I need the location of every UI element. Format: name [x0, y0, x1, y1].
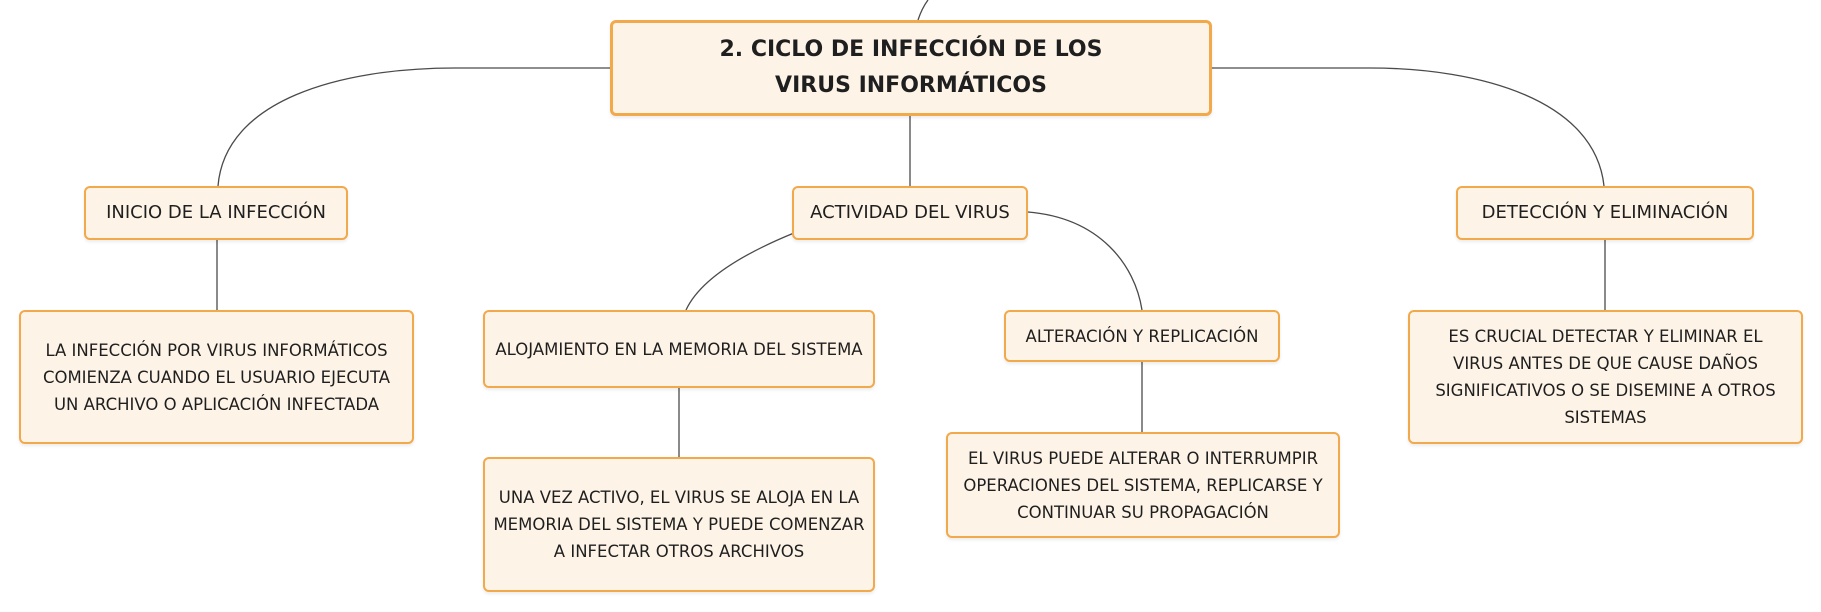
connector-parent-to-root: [917, 0, 929, 21]
subtopic-alojamiento-memoria[interactable]: ALOJAMIENTO EN LA MEMORIA DEL SISTEMA: [483, 310, 875, 388]
detail-alteracion-replicacion[interactable]: EL VIRUS PUEDE ALTERAR O INTERRUMPIR OPE…: [946, 432, 1340, 538]
detail-alteracion-text: EL VIRUS PUEDE ALTERAR O INTERRUMPIR OPE…: [963, 448, 1323, 522]
branch-actividad-label: ACTIVIDAD DEL VIRUS: [810, 202, 1010, 223]
detail-alojamiento-memoria[interactable]: UNA VEZ ACTIVO, EL VIRUS SE ALOJA EN LA …: [483, 457, 875, 592]
branch-deteccion-eliminacion[interactable]: DETECCIÓN Y ELIMINACIÓN: [1456, 186, 1754, 240]
detail-deteccion-text: ES CRUCIAL DETECTAR Y ELIMINAR EL VIRUS …: [1435, 327, 1776, 427]
root-topic-label: 2. CICLO DE INFECCIÓN DE LOS VIRUS INFOR…: [719, 37, 1103, 98]
detail-deteccion-eliminacion[interactable]: ES CRUCIAL DETECTAR Y ELIMINAR EL VIRUS …: [1408, 310, 1803, 444]
subtopic-alojamiento-label: ALOJAMIENTO EN LA MEMORIA DEL SISTEMA: [495, 339, 863, 359]
branch-inicio-infeccion[interactable]: INICIO DE LA INFECCIÓN: [84, 186, 348, 240]
root-topic[interactable]: 2. CICLO DE INFECCIÓN DE LOS VIRUS INFOR…: [610, 20, 1212, 116]
connector-actividad-to-alteracion: [1027, 211, 1143, 311]
detail-alojamiento-text: UNA VEZ ACTIVO, EL VIRUS SE ALOJA EN LA …: [493, 488, 865, 561]
branch-actividad-virus[interactable]: ACTIVIDAD DEL VIRUS: [792, 186, 1028, 240]
branch-deteccion-label: DETECCIÓN Y ELIMINACIÓN: [1481, 202, 1729, 223]
connector-root-to-inicio: [217, 67, 610, 187]
connector-actividad-to-alojamiento: [685, 232, 795, 311]
subtopic-alteracion-label: ALTERACIÓN Y REPLICACIÓN: [1025, 326, 1259, 346]
detail-inicio-text: LA INFECCIÓN POR VIRUS INFORMÁTICOS COMI…: [42, 340, 391, 414]
connector-root-to-deteccion: [1212, 67, 1605, 187]
branch-inicio-label: INICIO DE LA INFECCIÓN: [106, 202, 326, 223]
detail-inicio-infeccion[interactable]: LA INFECCIÓN POR VIRUS INFORMÁTICOS COMI…: [19, 310, 414, 444]
subtopic-alteracion-replicacion[interactable]: ALTERACIÓN Y REPLICACIÓN: [1004, 310, 1280, 362]
